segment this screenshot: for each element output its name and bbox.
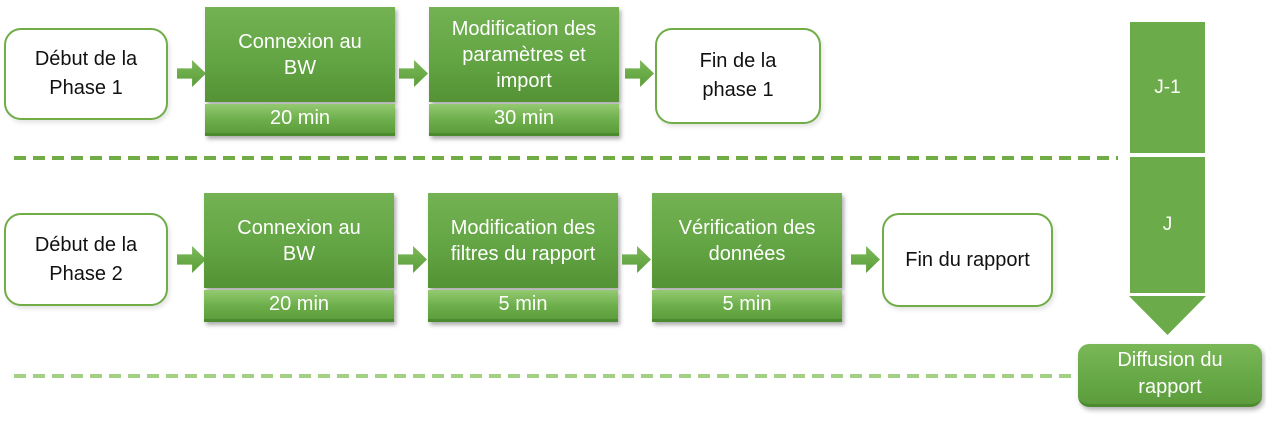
arrow-right-icon — [177, 60, 206, 87]
step-title: Connexion au BW — [205, 7, 395, 102]
arrow-down-icon — [1129, 296, 1206, 335]
step-title: Connexion au BW — [204, 193, 394, 288]
timeline-segment-j: J — [1130, 157, 1205, 293]
step-title: Modification des paramètres et import — [429, 7, 619, 102]
diffusion-rapport-box: Diffusion du rapport — [1078, 344, 1262, 407]
arrow-right-icon — [851, 246, 880, 273]
phase-separator-dashed-line — [14, 156, 1118, 160]
bottom-dashed-line — [14, 374, 1076, 378]
step-duration-badge: 5 min — [428, 290, 618, 322]
phase2-start-terminal: Début de la Phase 2 — [4, 213, 168, 306]
step-title: Vérification des données — [652, 193, 842, 288]
arrow-right-icon — [177, 246, 206, 273]
phase2-step-modification-filtres: Modification des filtres du rapport 5 mi… — [428, 193, 618, 322]
step-duration-badge: 20 min — [205, 104, 395, 136]
phase1-end-terminal: Fin de la phase 1 — [655, 28, 821, 124]
phase1-step-connexion-bw: Connexion au BW 20 min — [205, 7, 395, 136]
step-duration-badge: 20 min — [204, 290, 394, 322]
arrow-right-icon — [622, 246, 651, 273]
timeline-segment-j-minus-1: J-1 — [1130, 22, 1205, 153]
phase1-step-modification-parametres: Modification des paramètres et import 30… — [429, 7, 619, 136]
arrow-right-icon — [399, 60, 428, 87]
arrow-right-icon — [398, 246, 427, 273]
step-duration-badge: 5 min — [652, 290, 842, 322]
step-title: Modification des filtres du rapport — [428, 193, 618, 288]
phase2-end-terminal: Fin du rapport — [882, 213, 1053, 307]
phase2-step-connexion-bw: Connexion au BW 20 min — [204, 193, 394, 322]
phase2-step-verification-donnees: Vérification des données 5 min — [652, 193, 842, 322]
step-duration-badge: 30 min — [429, 104, 619, 136]
phase1-start-terminal: Début de la Phase 1 — [4, 28, 168, 120]
arrow-right-icon — [625, 60, 654, 87]
